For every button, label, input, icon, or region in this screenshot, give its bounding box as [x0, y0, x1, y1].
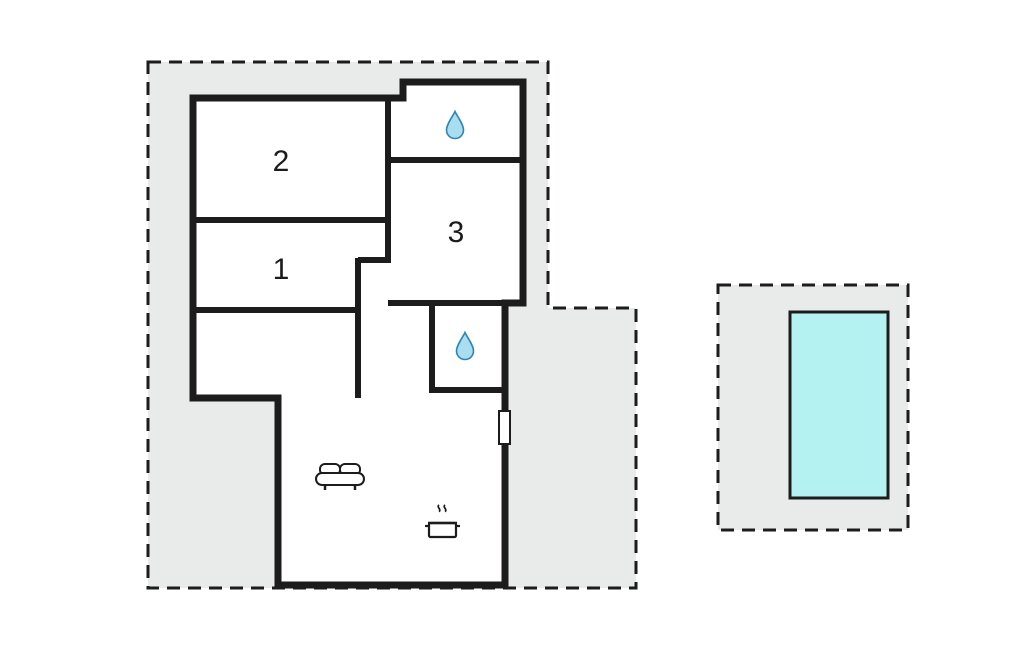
sofa-icon [315, 463, 365, 490]
cooking-pot-icon [425, 504, 460, 539]
water-drop-icon [445, 109, 465, 140]
room-label-2: 2 [273, 145, 290, 178]
interior-walls [193, 98, 523, 398]
water-drop-icon [455, 330, 475, 361]
room-label-1: 1 [273, 253, 290, 286]
door [498, 410, 511, 445]
room-label-3: 3 [448, 216, 465, 249]
swimming-pool [788, 310, 890, 500]
